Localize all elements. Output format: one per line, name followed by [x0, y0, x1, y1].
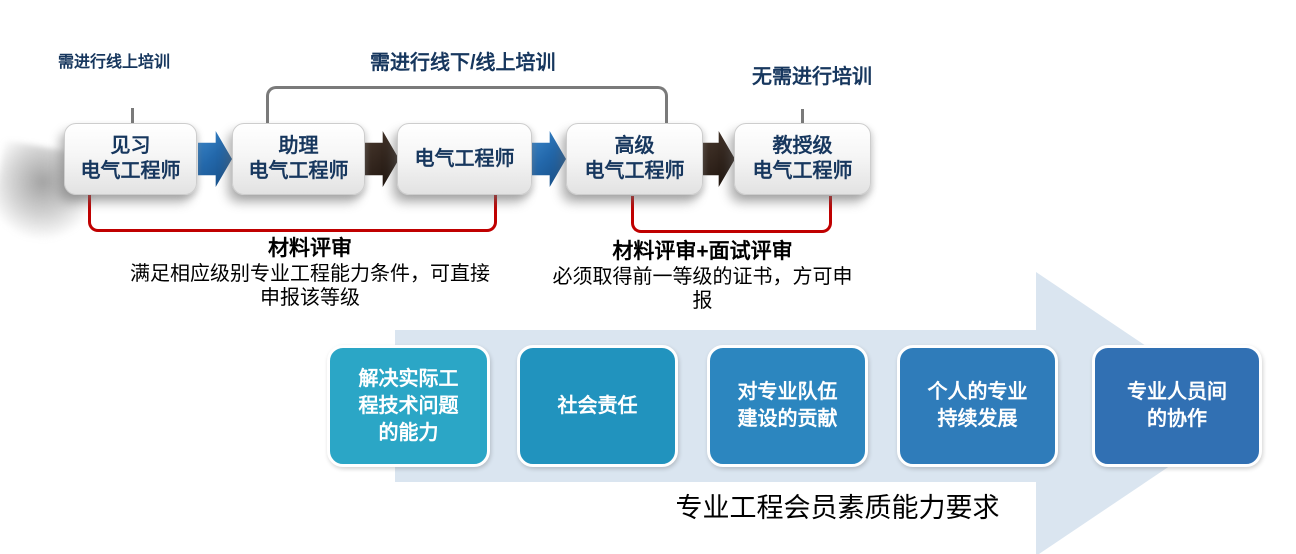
training-bracket-icon: [266, 86, 668, 124]
training-tick-icon: [801, 109, 804, 124]
flow-arrow-icon: [365, 131, 399, 187]
training-tick-icon: [131, 108, 134, 124]
flow-arrow-icon: [198, 131, 232, 187]
stage-box-senior: 高级 电气工程师: [566, 123, 703, 195]
stage-box-engineer: 电气工程师: [397, 123, 532, 195]
requirements-caption: 专业工程会员素质能力要求: [675, 493, 1000, 523]
review-note-body: 必须取得前一等级的证书，方可申 报: [552, 266, 853, 312]
review-note-material-interview: 材料评审+面试评审 必须取得前一等级的证书，方可申 报: [530, 239, 875, 313]
training-label-online: 需进行线上培训: [58, 54, 171, 71]
review-note-title: 材料评审: [268, 237, 352, 260]
review-note-body: 满足相应级别专业工程能力条件，可直接 申报该等级: [130, 263, 490, 309]
training-label-offline-online: 需进行线下/线上培训: [370, 52, 556, 74]
flow-arrow-icon: [532, 131, 566, 187]
review-note-title: 材料评审+面试评审: [612, 240, 793, 263]
stage-box-professor: 教授级 电气工程师: [734, 123, 871, 195]
review-bracket-icon: [631, 196, 832, 233]
stage-box-trainee: 见习 电气工程师: [64, 123, 197, 195]
flow-arrow-icon: [701, 131, 735, 187]
review-bracket-icon: [88, 195, 497, 232]
requirement-box-personal-development: 个人的专业 持续发展: [897, 345, 1058, 467]
requirement-box-social-responsibility: 社会责任: [517, 345, 678, 467]
stage-box-assistant: 助理 电气工程师: [232, 123, 365, 195]
requirement-box-team-contribution: 对专业队伍 建设的贡献: [707, 345, 868, 467]
review-note-material: 材料评审 满足相应级别专业工程能力条件，可直接 申报该等级: [75, 236, 545, 310]
requirement-box-problem-solving: 解决实际工 程技术问题 的能力: [327, 345, 490, 467]
requirement-box-collaboration: 专业人员间 的协作: [1092, 345, 1262, 467]
training-label-none: 无需进行培训: [752, 66, 872, 88]
